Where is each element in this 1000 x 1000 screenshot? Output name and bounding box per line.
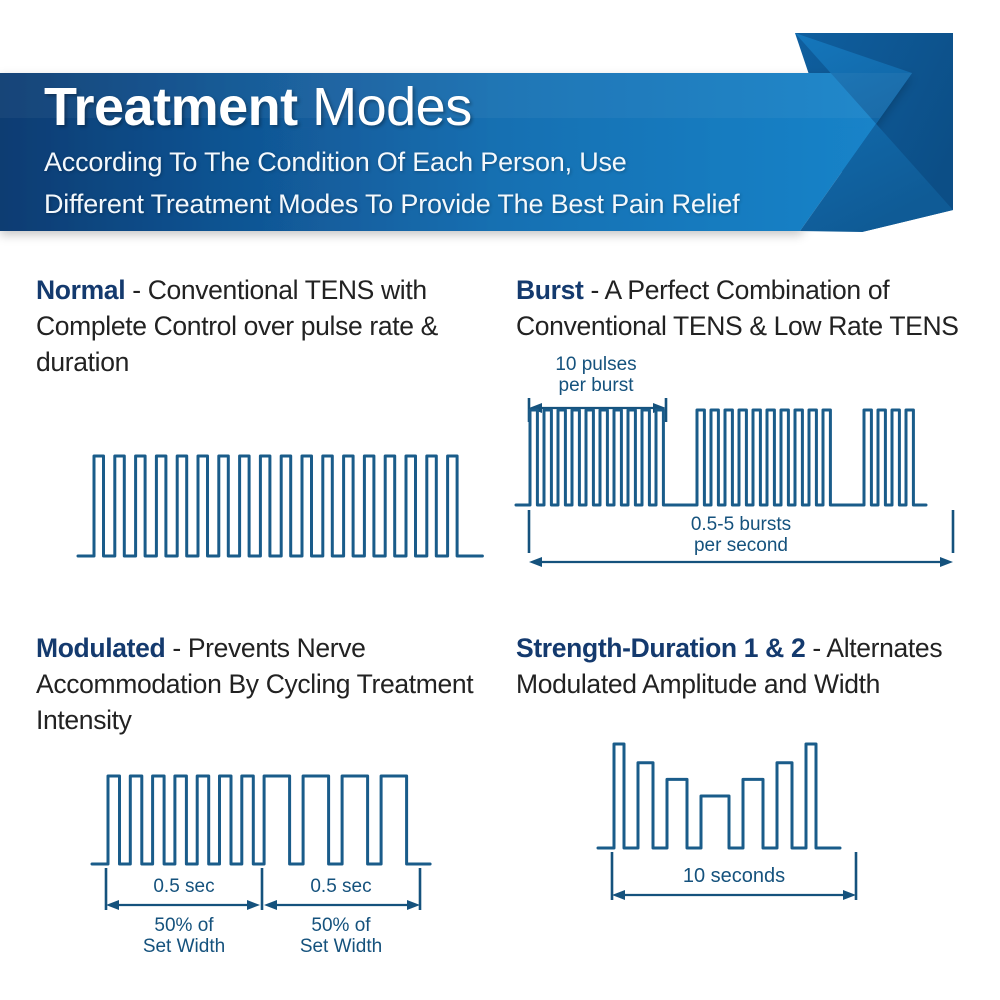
normal-waveform-chart: [76, 454, 484, 558]
strength-duration-waveform-holder: 10 seconds: [516, 724, 986, 939]
header-banner: Treatment Modes According To The Conditi…: [0, 0, 1000, 250]
mod-left-arrowhead-right: [247, 900, 260, 910]
mod-left-annotation-pct: 50% of: [154, 915, 214, 936]
modulated-waveform-holder: 0.5 sec 50% of Set Width 0.5 sec 50% of …: [26, 760, 496, 985]
card-normal-heading: Normal - Conventional TENS with Complete…: [36, 272, 496, 380]
sd-arrowhead-left: [612, 890, 625, 900]
burst-annotation-bursts-line2: per second: [694, 535, 788, 556]
card-modulated: Modulated - Prevents Nerve Accommodation…: [26, 630, 496, 996]
card-strength-duration: Strength-Duration 1 & 2 - Alternates Mod…: [516, 630, 986, 996]
modulated-waveform-chart: 0.5 sec 50% of Set Width 0.5 sec 50% of …: [90, 774, 432, 957]
burst-annotation-pulses-line1: 10 pulses: [555, 354, 636, 375]
card-strength-duration-description: Alternates Modulated Amplitude and Width: [516, 633, 943, 699]
card-modulated-description: Prevents Nerve Accommodation By Cycling …: [36, 633, 474, 735]
burst-annotation-bursts-line1: 0.5-5 bursts: [691, 514, 791, 535]
mod-left-annotation-width: Set Width: [143, 936, 225, 957]
sep-modulated: -: [165, 633, 188, 663]
modulated-pulse-train: [90, 774, 432, 866]
mod-right-arrowhead-left: [264, 900, 277, 910]
card-normal-description: Conventional TENS with Complete Control …: [36, 275, 438, 377]
mod-left-arrowhead-left: [106, 900, 119, 910]
mode-name-strength-duration: Strength-Duration 1 & 2: [516, 633, 806, 663]
mod-right-arrowhead-right: [407, 900, 420, 910]
mod-left-annotation-sec: 0.5 sec: [153, 876, 214, 897]
card-burst: Burst - A Perfect Combination of Convent…: [514, 272, 986, 628]
mod-right-annotation-width: Set Width: [300, 936, 382, 957]
mod-right-annotation-sec: 0.5 sec: [310, 876, 371, 897]
banner-band: [0, 73, 912, 231]
burst-annotation-pulses-line2: per burst: [559, 375, 635, 396]
burst-waveform-chart: 10 pulses per burst 0.5-5 bursts per sec…: [514, 354, 955, 567]
burst-waveform-holder: 10 pulses per burst 0.5-5 bursts per sec…: [514, 350, 986, 575]
banner-highlight: [0, 73, 912, 118]
sd-annotation-seconds: 10 seconds: [683, 865, 785, 887]
mod-right-annotation-pct: 50% of: [311, 915, 371, 936]
card-burst-heading: Burst - A Perfect Combination of Convent…: [516, 272, 986, 344]
sd-arrowhead-right: [843, 890, 856, 900]
card-normal: Normal - Conventional TENS with Complete…: [36, 272, 496, 628]
sep-strength-duration: -: [805, 633, 827, 663]
normal-waveform-holder: [36, 436, 496, 576]
card-burst-description: A Perfect Combination of Conventional TE…: [516, 275, 959, 341]
sep-burst: -: [583, 275, 605, 305]
strength-duration-pulse-train: [596, 742, 842, 850]
mode-name-burst: Burst: [516, 275, 584, 305]
modes-grid: Normal - Conventional TENS with Complete…: [0, 252, 1000, 1000]
strength-duration-waveform-chart: 10 seconds: [596, 742, 858, 900]
mode-name-normal: Normal: [36, 275, 126, 305]
burst-lower-arrowhead-left: [529, 557, 542, 567]
normal-pulse-train: [76, 454, 484, 558]
banner-arrow-wedge: [795, 33, 953, 232]
card-modulated-heading: Modulated - Prevents Nerve Accommodation…: [36, 630, 496, 738]
banner-ribbon-shape: [0, 33, 953, 232]
burst-lower-arrowhead-right: [940, 557, 953, 567]
mode-name-modulated: Modulated: [36, 633, 166, 663]
sep-normal: -: [125, 275, 148, 305]
card-strength-duration-heading: Strength-Duration 1 & 2 - Alternates Mod…: [516, 630, 986, 702]
burst-pulse-train: [514, 408, 928, 507]
